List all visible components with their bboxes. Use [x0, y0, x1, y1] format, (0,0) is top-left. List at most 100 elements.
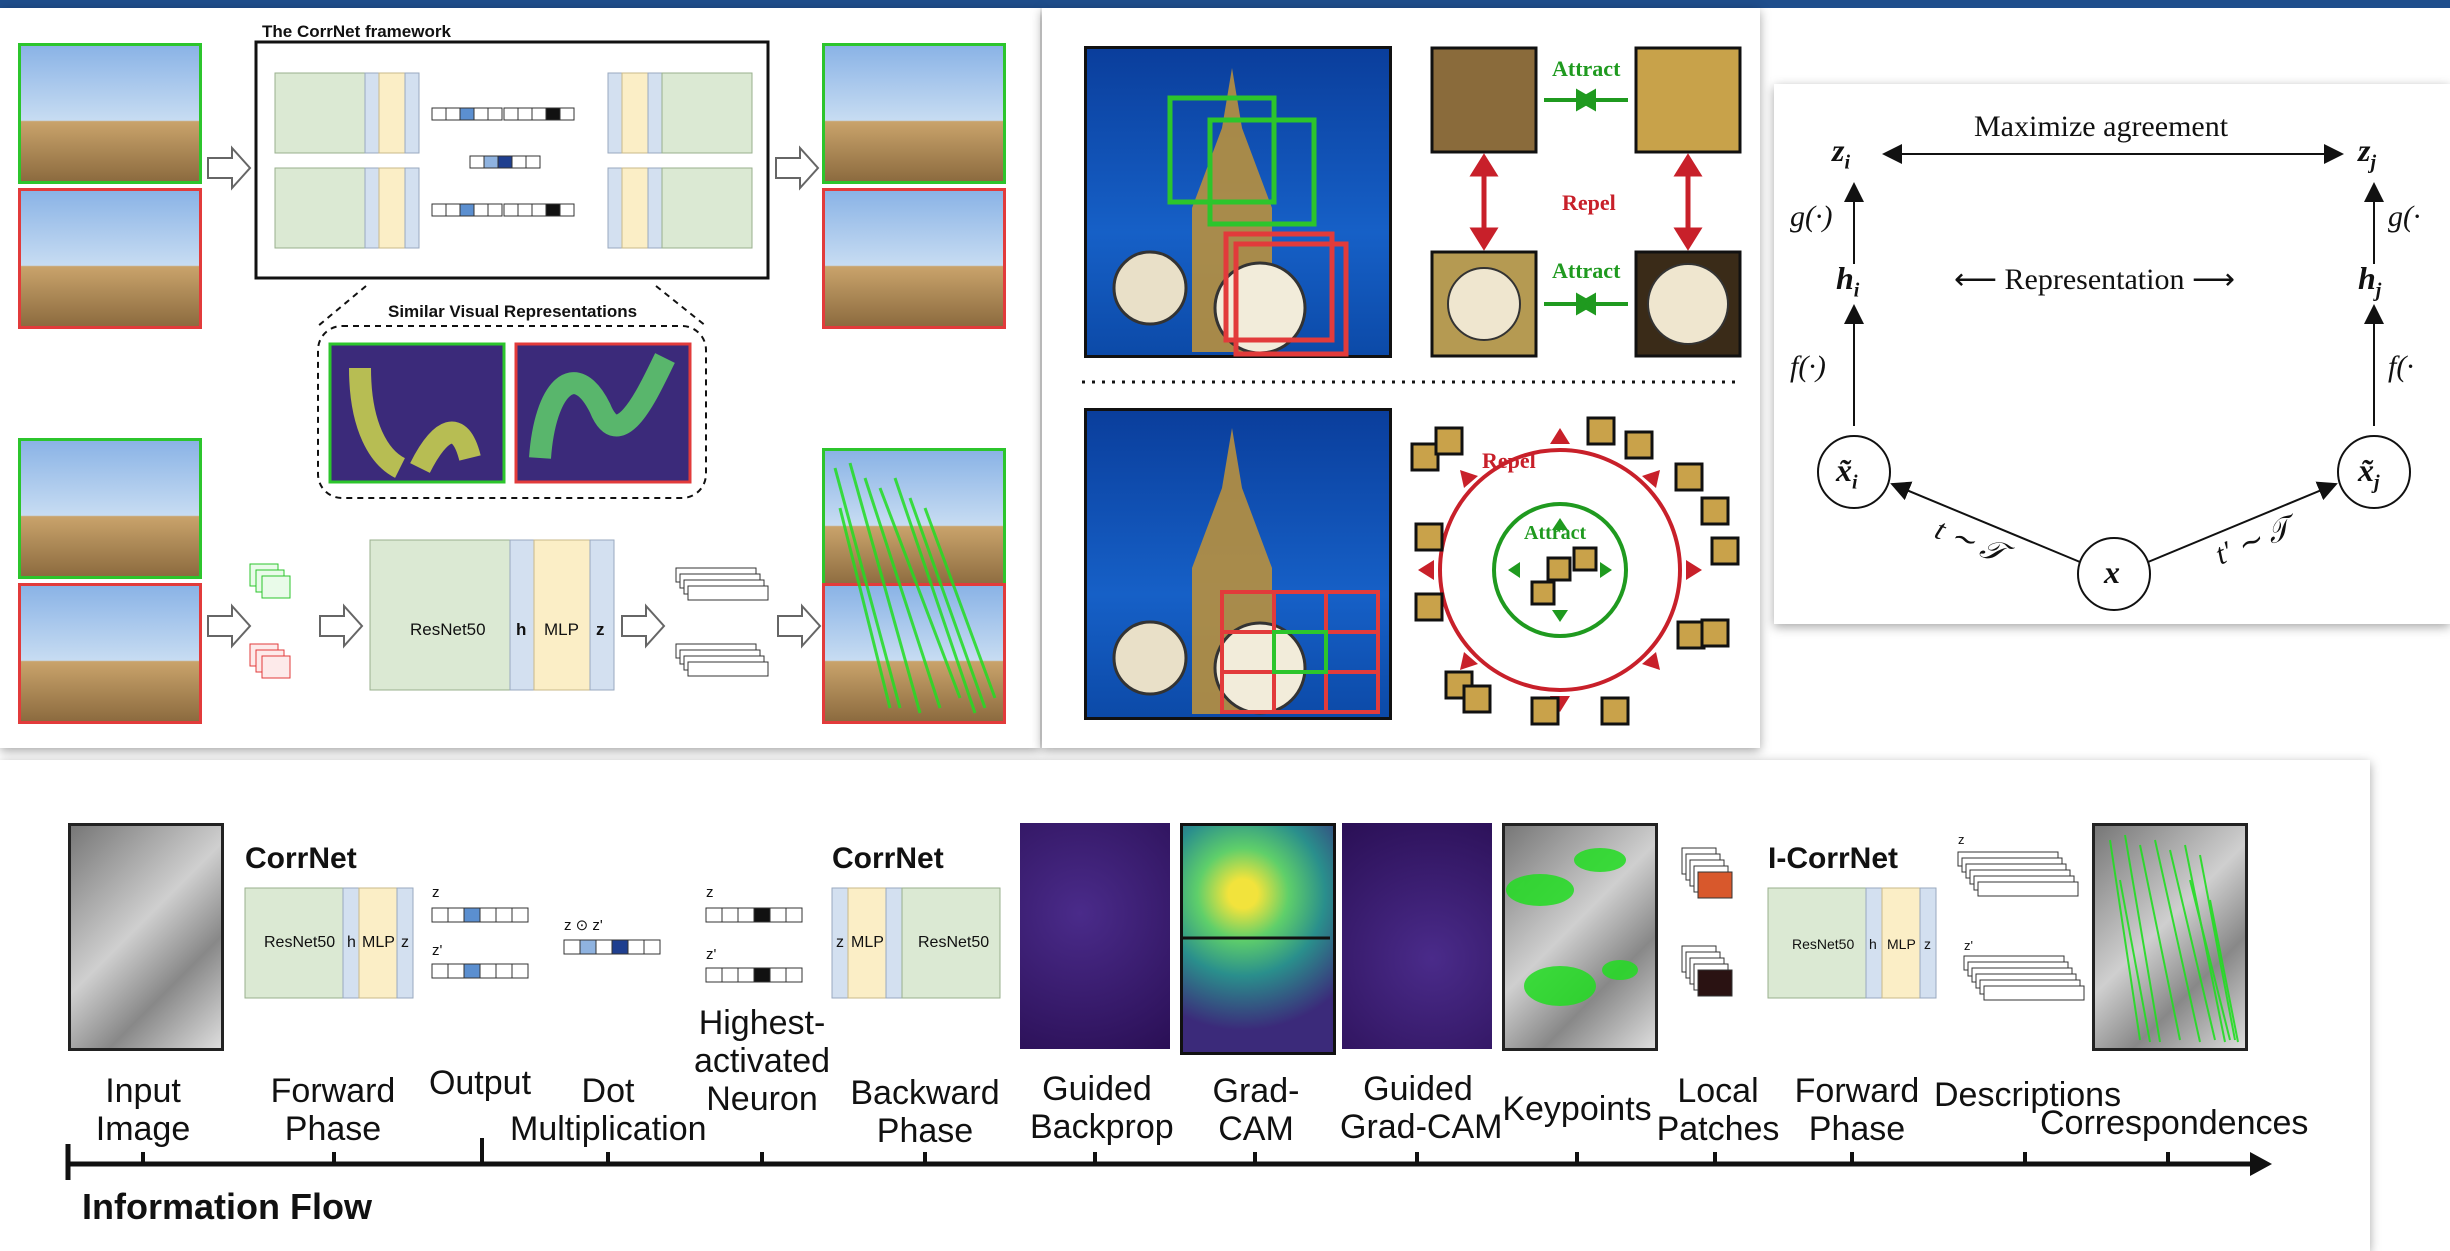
resnet-label-2: ResNet50	[918, 934, 990, 951]
guided-backprop-map	[1020, 823, 1170, 1049]
zi-label: zi	[1832, 132, 1851, 174]
z-label-1: z	[401, 934, 409, 951]
description-stack-1	[1957, 851, 2079, 897]
h-label-1: h	[347, 934, 356, 951]
xi-label: x̃i	[1836, 452, 1858, 494]
neuron-zprime-label: z'	[706, 946, 717, 963]
repel-label-2: Repel	[1482, 448, 1536, 473]
output-zprime-label: z'	[432, 942, 443, 959]
z-label-3: z	[1924, 936, 1931, 952]
corrnet-framework-panel: The CorrNet framework Similar Visual Rep…	[0, 8, 1040, 748]
g-left-label: g(·)	[1790, 200, 1833, 233]
flow-arrows	[207, 145, 822, 649]
representation-label: ⟵ Representation ⟶	[1954, 263, 2235, 296]
h-label: h	[516, 620, 527, 639]
hj-label: hj	[2358, 260, 2382, 302]
z-label-2: z	[836, 934, 844, 951]
correspondences-image	[2092, 823, 2248, 1051]
encoder-block-1	[274, 72, 420, 154]
hi-label: hi	[1836, 260, 1860, 302]
local-patch-stack-2	[1681, 945, 1733, 997]
input-image	[68, 823, 224, 1051]
output-vectors	[431, 907, 529, 979]
framework-diagram	[207, 40, 997, 714]
top-accent-bar	[0, 0, 2450, 8]
stage-correspondences: Correspondences	[2040, 1104, 2309, 1142]
corrnet-title-1: CorrNet	[245, 842, 357, 875]
feature-vector-top	[431, 107, 575, 121]
stage-descriptions: Descriptions	[1934, 1076, 2122, 1114]
forward-network-1	[244, 887, 414, 999]
attract-label-1: Attract	[1552, 56, 1621, 81]
description-stack-2	[1963, 955, 2085, 1001]
similar-representations-title: Similar Visual Representations	[388, 302, 638, 321]
x-label: x	[2104, 554, 2120, 590]
resnet-label-1: ResNet50	[264, 934, 336, 951]
flow-diagram	[65, 834, 2272, 1180]
dot-vector	[563, 939, 661, 955]
mlp-label-2: MLP	[851, 934, 884, 951]
keypoint-photo-bottom	[18, 583, 202, 724]
patch-stack-green	[249, 563, 291, 599]
input-photo-top	[18, 43, 202, 184]
descriptor-stack-top	[675, 567, 769, 601]
input-photo-bottom	[18, 188, 202, 329]
attract-repel-diagram	[1082, 46, 1742, 726]
stage-output: Output	[428, 1064, 532, 1102]
framework-box	[254, 40, 770, 280]
similar-representations-box	[317, 325, 707, 499]
f-left-label: f(·)	[1790, 350, 1826, 383]
resnet-label-3: ResNet50	[1792, 936, 1855, 952]
attract-repel-panel: Attract Repel Attract Repel Attract	[1042, 8, 1760, 748]
attract-label-2: Attract	[1552, 258, 1621, 283]
mlp-label: MLP	[544, 620, 579, 639]
maximize-agreement-label: Maximize agreement	[1974, 110, 2229, 143]
feature-vector-middle	[469, 155, 541, 169]
stage-keypoints: Keypoints	[1502, 1090, 1652, 1128]
stage-gradcam: Grad-CAM	[1212, 1072, 1300, 1148]
decoder-block-1	[607, 72, 753, 154]
highest-neuron-vectors	[705, 907, 803, 983]
desc-z-label: z	[1958, 832, 1965, 847]
resnet-label: ResNet50	[410, 620, 486, 639]
simclr-diagram	[1817, 144, 2411, 611]
zj-label: zj	[2358, 132, 2377, 174]
bottom-encoder	[369, 539, 615, 691]
attract-label-3: Attract	[1524, 522, 1587, 544]
g-right-label: g(·	[2388, 200, 2421, 233]
framework-title: The CorrNet framework	[262, 22, 451, 41]
correspondence-lines	[833, 462, 997, 714]
keypoint-photo-top	[18, 438, 202, 579]
h-label-3: h	[1869, 936, 1877, 952]
information-flow-title: Information Flow	[82, 1186, 372, 1227]
simclr-panel: Maximize agreement zi zj g(·) g(· hi hj …	[1774, 84, 2450, 624]
feature-vector-bottom	[431, 203, 575, 217]
output-photo-top	[822, 43, 1006, 184]
backward-network	[831, 887, 1001, 999]
decoder-block-2	[607, 167, 753, 249]
information-flow-panel: CorrNet CorrNet I-CorrNet ResNet50 h MLP…	[0, 760, 2370, 1251]
dot-product-label: z ⊙ z'	[564, 917, 603, 934]
descriptor-stack-bottom	[675, 643, 769, 677]
match-photo-bottom	[822, 583, 1006, 724]
desc-zprime-label: z'	[1964, 938, 1973, 953]
forward-network-2	[1767, 887, 1937, 999]
output-z-label: z	[432, 884, 440, 901]
neuron-z-label: z	[706, 884, 714, 901]
icorrnet-title: I-CorrNet	[1768, 842, 1899, 875]
patch-stack-red	[249, 643, 291, 679]
mlp-label-3: MLP	[1887, 936, 1916, 952]
output-photo-bottom	[822, 188, 1006, 329]
repel-label-1: Repel	[1562, 190, 1616, 215]
guided-gradcam-map	[1342, 823, 1492, 1049]
z-label: z	[596, 620, 605, 639]
mlp-label-1: MLP	[362, 934, 395, 951]
local-patch-stack-1	[1681, 847, 1733, 899]
